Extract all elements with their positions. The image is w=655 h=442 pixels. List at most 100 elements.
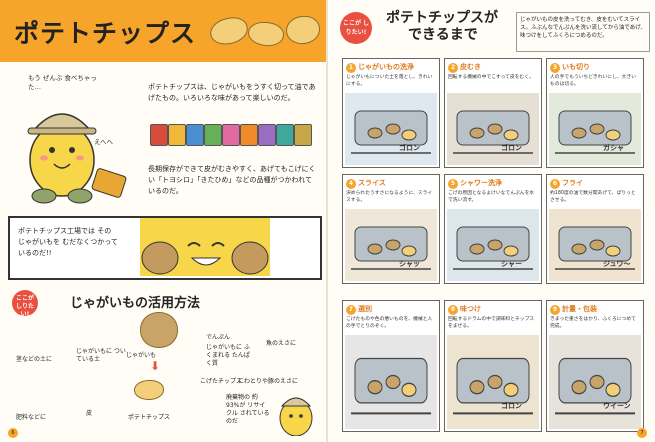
step-number: 6 [550,179,560,189]
sound-effect: シャー [501,260,522,268]
waste-note: 廃棄物の 約93%が リサイクル されているのだ [226,394,270,425]
page-title: ポテトチップスが できるまで [386,10,498,44]
chips-package [294,124,312,146]
mascot-character [27,113,127,204]
page-number: 6 [8,428,18,438]
sound-effect: ゴロン [501,144,522,152]
step-name: いも切り [562,63,590,71]
use-leaves: 茎などの土に [16,356,53,363]
page-number: 7 [637,428,647,438]
chips-package [258,124,276,146]
chips-package [222,124,240,146]
page-title: ポテトチップス [14,19,197,48]
step-description: 決められたうすさになるように、スライスする。 [346,191,433,203]
step-illustration [447,209,539,281]
mascot-small [279,397,313,436]
storage-text: 長期保存ができて皮がむきやすく、あげてもこげにくい「トヨシロ」「きたひめ」などの… [148,165,316,195]
book-gutter [326,0,328,442]
step-name: 計量・包装 [562,305,597,313]
step-illustration [549,93,641,165]
use-starch: でんぷん [206,334,231,341]
step-description: きまった重さをはかり、ふくろにつめて完成。 [550,317,636,329]
step-number: 9 [550,305,560,315]
use-fish: 魚のえさに [266,340,297,347]
step-number: 1 [346,63,356,73]
chips-package [186,124,204,146]
chips-package [168,124,186,146]
left-page: ポテトチップス もう ぜんぶ 食べちゃった… えへへ ポテトチップスは、じゃがい… [0,0,326,442]
step-name: シャワー洗浄 [460,179,502,187]
step-number: 5 [448,179,458,189]
step-name: 選別 [358,305,372,313]
step-illustration [345,93,437,165]
step-name: スライス [358,179,386,187]
use-burnt: こげたチップス [200,378,243,385]
chips-package [240,124,258,146]
title-line-2: できるまで [408,27,478,43]
step-description: 回転する機械の中でこすって皮をむく。 [448,75,534,80]
step-illustration [345,335,437,429]
step-number: 2 [448,63,458,73]
sound-effect: ゴロン [399,144,420,152]
step-number: 4 [346,179,356,189]
chip-illustration [134,380,164,400]
right-page: ここが しりたい! ポテトチップスが できるまで じゃがいもの皮を洗ってむき、皮… [328,0,655,442]
mascot-ehe: えへへ [94,138,114,146]
step-description: 人の手でもういちどきれいにし、大きいものは切る。 [550,75,637,87]
step-illustration [549,209,641,281]
sound-effect: ウイーン [603,402,631,410]
sound-effect: ゴロン [501,402,522,410]
arrow-down-icon: ⬇ [150,359,161,373]
potato-illustration [140,312,178,348]
use-compost: 肥料などに [16,414,47,421]
step-name: 味つけ [460,305,481,313]
step-illustration [345,209,437,281]
step-description: こげたものや色の悪いものを、機械と人の手でとりのぞく。 [346,317,433,329]
title-line-1: ポテトチップスが [386,10,498,26]
step-description: じゃがいもについた土を落とし、きれいにする。 [346,75,433,87]
step-illustration [447,335,539,429]
step-name: 皮むき [460,63,481,71]
step-description: 約180度の油で数分間あげて、ぱりっとさせる。 [550,191,636,203]
chips-package [276,124,294,146]
step-illustration [447,93,539,165]
chips-package [204,124,222,146]
sound-effect: ガシャ [603,144,624,152]
use-starch-desc: じゃがいもに ふくまれる たんぱく質 [206,344,250,367]
section-title: じゃがいもの活用方法 [70,296,201,311]
sound-effect: シャッ [399,260,420,268]
step-description: 回転するドラムの中で調味料とチップスをまぜる。 [448,317,535,329]
use-chips: ポテトチップス [128,414,171,421]
use-soil: じゃがいもに ついている土 [76,348,126,363]
step-illustration [549,335,641,429]
section-badge: ここが しりたい! [340,12,372,44]
section-badge: ここが しりたい! [12,290,38,318]
step-number: 8 [448,305,458,315]
mascot-face-closeup [140,218,270,276]
mascot-speech: もう ぜんぶ 食べちゃった… [28,74,97,91]
use-pig: にわとりや豚のえさに [238,378,299,385]
factory-text: ポテトチップス工場では そのじゃがいもを むだなくつかって いるのだ!! [18,227,118,257]
use-peel: 皮 [86,410,93,417]
intro-text: ポテトチップスは、じゃがいもをうすく切って油であげたもの。いろいろな味があって楽… [148,83,316,102]
step-description: こげの原因となるよけいなでんぷんを水で洗い流す。 [448,191,535,203]
use-center: じゃがいも [126,352,157,359]
sound-effect: ジュワ〜 [603,260,631,268]
